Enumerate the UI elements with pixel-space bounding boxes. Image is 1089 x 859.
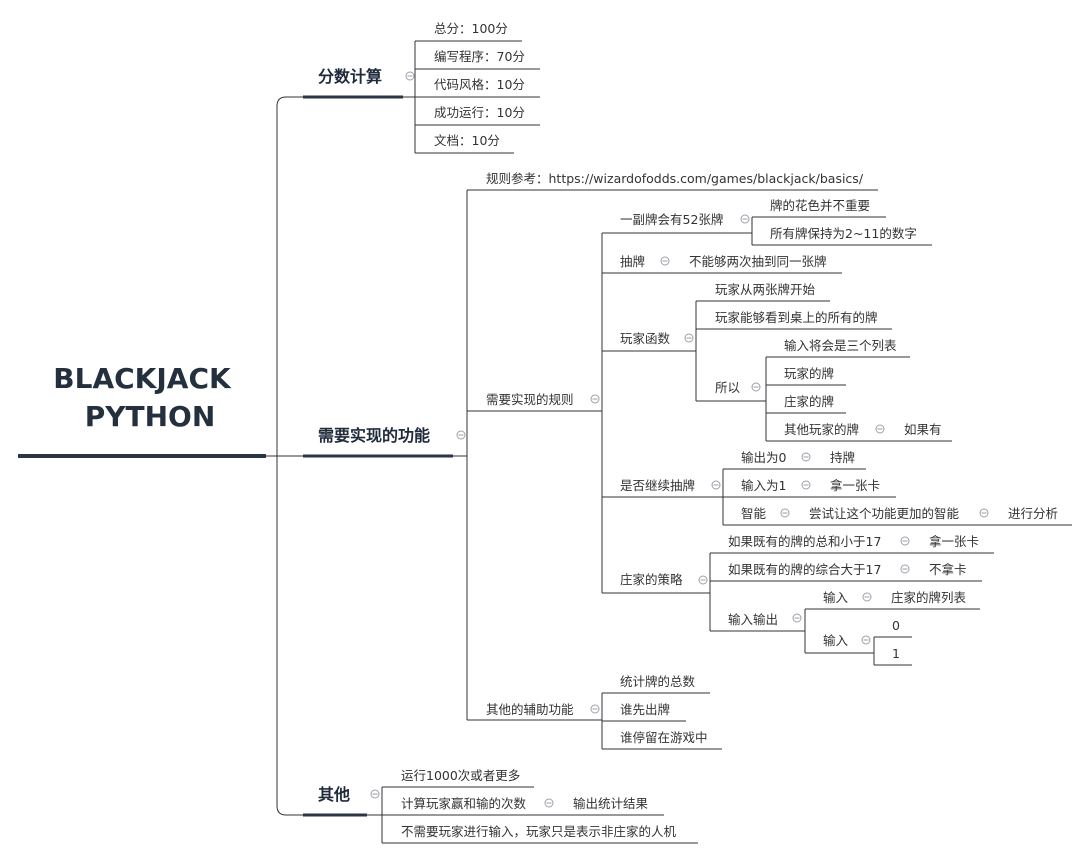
branch-features-label: 需要实现的功能	[318, 426, 430, 445]
collapse-toggle-icon[interactable]	[590, 704, 600, 714]
so-item: 玩家的牌	[784, 366, 834, 381]
draw-node-label[interactable]: 抽牌	[620, 254, 645, 269]
continue-analyze: 进行分析	[1008, 506, 1058, 521]
other-count: 计算玩家赢和输的次数	[401, 796, 527, 811]
scoring-item: 成功运行：10分	[434, 105, 525, 120]
collapse-toggle-icon[interactable]	[544, 798, 554, 808]
so-item: 其他玩家的牌	[784, 422, 859, 437]
continue-hold: 持牌	[830, 450, 855, 465]
so-node-label[interactable]: 所以	[715, 380, 741, 395]
collapse-toggle-icon[interactable]	[698, 575, 708, 585]
dealer-over17: 如果既有的牌的综合大于17	[728, 562, 881, 577]
rules-node-label[interactable]: 需要实现的规则	[486, 392, 574, 407]
dealer-node-label[interactable]: 庄家的策略	[620, 572, 683, 587]
other-no-input: 不需要玩家进行输入，玩家只是表示非庄家的人机	[401, 824, 677, 839]
deck-item: 所有牌保持为2~11的数字	[770, 226, 917, 241]
dealer-input1: 输入	[823, 590, 849, 605]
rules-reference-link[interactable]: 规则参考：https://wizardofodds.com/games/blac…	[486, 171, 864, 186]
collapse-toggle-icon[interactable]	[660, 256, 670, 266]
collapse-toggle-icon[interactable]	[862, 592, 872, 602]
aux-node-label[interactable]: 其他的辅助功能	[486, 702, 574, 717]
collapse-toggle-icon[interactable]	[711, 480, 721, 490]
scoring-items: 总分：100分 编写程序：70分 代码风格：10分 成功运行：10分 文档：10…	[415, 21, 540, 154]
collapse-toggle-icon[interactable]	[684, 333, 694, 343]
deck-item: 牌的花色并不重要	[770, 198, 870, 213]
collapse-toggle-icon[interactable]	[780, 508, 790, 518]
branch-other[interactable]: 其他	[303, 785, 367, 817]
dealer-no-take: 不拿卡	[929, 562, 967, 577]
collapse-toggle-icon[interactable]	[900, 536, 910, 546]
root-title-line2: PYTHON	[85, 400, 216, 433]
aux-item: 谁停留在游戏中	[620, 730, 708, 745]
dealer-opt1: 1	[892, 646, 900, 661]
root-connector	[266, 96, 303, 816]
scoring-item: 代码风格：10分	[434, 77, 525, 92]
branch-scoring-label: 分数计算	[318, 67, 382, 86]
scoring-item: 编写程序：70分	[434, 49, 525, 64]
collapse-toggle-icon[interactable]	[456, 430, 466, 440]
aux-item: 统计牌的总数	[620, 674, 696, 689]
collapse-toggle-icon[interactable]	[792, 613, 802, 623]
other-run: 运行1000次或者更多	[401, 768, 520, 783]
dealer-io-label[interactable]: 输入输出	[728, 612, 778, 627]
aux-item: 谁先出牌	[620, 702, 670, 717]
continue-smart-try: 尝试让这个功能更加的智能	[809, 506, 960, 521]
collapse-toggle-icon[interactable]	[861, 635, 871, 645]
scoring-item: 文档：10分	[434, 133, 500, 148]
continue-smart: 智能	[741, 506, 767, 521]
dealer-under17: 如果既有的牌的总和小于17	[728, 534, 881, 549]
branch-scoring[interactable]: 分数计算	[303, 67, 403, 99]
features-connector	[453, 190, 468, 720]
collapse-toggle-icon[interactable]	[590, 394, 600, 404]
continue-out0: 输出为0	[741, 450, 787, 465]
collapse-toggle-icon[interactable]	[740, 214, 750, 224]
collapse-toggle-icon[interactable]	[801, 480, 811, 490]
continue-node-label[interactable]: 是否继续抽牌	[620, 478, 695, 493]
collapse-toggle-icon[interactable]	[801, 452, 811, 462]
collapse-toggle-icon[interactable]	[875, 424, 885, 434]
continue-in1: 输入为1	[741, 478, 786, 493]
so-if-any: 如果有	[904, 422, 942, 437]
continue-take: 拿一张卡	[830, 478, 880, 493]
player-item: 玩家从两张牌开始	[715, 282, 816, 297]
collapse-toggle-icon[interactable]	[979, 508, 989, 518]
collapse-toggle-icon[interactable]	[370, 789, 380, 799]
draw-item: 不能够两次抽到同一张牌	[689, 254, 827, 269]
player-item: 玩家能够看到桌上的所有的牌	[715, 310, 878, 325]
dealer-opt0: 0	[892, 618, 900, 633]
deck-node-label[interactable]: 一副牌会有52张牌	[620, 212, 723, 227]
dealer-take: 拿一张卡	[929, 534, 979, 549]
branch-other-label: 其他	[318, 785, 350, 804]
branch-features[interactable]: 需要实现的功能	[303, 426, 453, 458]
root-title-line1: BLACKJACK	[53, 362, 232, 395]
collapse-toggle-icon[interactable]	[751, 382, 761, 392]
other-output: 输出统计结果	[573, 796, 649, 811]
player-node-label[interactable]: 玩家函数	[620, 331, 671, 346]
so-item: 庄家的牌	[784, 394, 834, 409]
collapse-toggle-icon[interactable]	[900, 564, 910, 574]
so-item: 输入将会是三个列表	[784, 338, 897, 353]
scoring-connector	[403, 41, 416, 153]
scoring-item: 总分：100分	[434, 21, 508, 36]
root-node[interactable]: BLACKJACK PYTHON	[18, 362, 266, 458]
dealer-input2: 输入	[823, 633, 849, 648]
collapse-toggle-icon[interactable]	[405, 71, 415, 81]
dealer-list: 庄家的牌列表	[891, 590, 967, 605]
